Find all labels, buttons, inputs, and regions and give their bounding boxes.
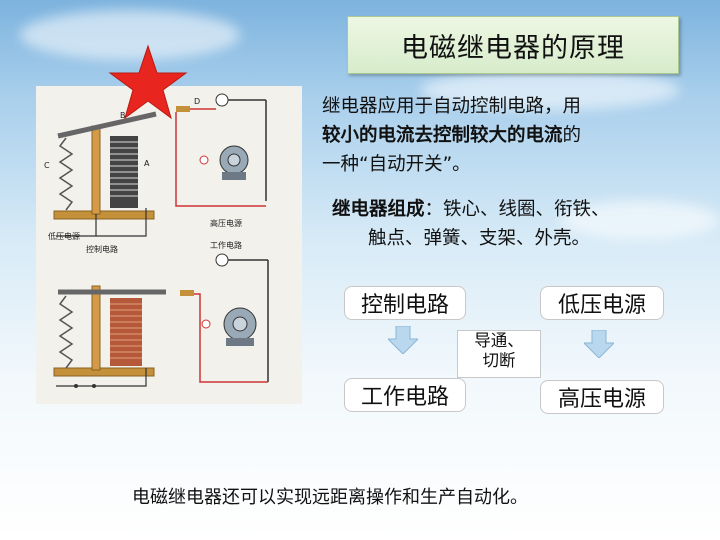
composition-items-line-1: ：铁心、线圈、衔铁、 — [424, 199, 610, 220]
arrow-down-icon — [584, 330, 614, 358]
description-emphasis: 较小的电流去控制较大的电流 — [322, 125, 563, 146]
label-control-circuit: 控制电路 — [86, 244, 118, 254]
background-cloud — [20, 10, 240, 60]
arrow-down-icon — [388, 326, 418, 354]
star-icon — [108, 44, 188, 120]
label-c: C — [44, 161, 50, 170]
relay-diagram-drawing: 低压电源 控制电路 高压电源 工作电路 B A C D — [44, 93, 269, 388]
page-title: 电磁继电器的原理 — [347, 16, 679, 74]
background-cloud — [560, 200, 720, 240]
composition-label: 继电器组成 — [332, 199, 425, 220]
label-high-voltage-source: 高压电源 — [210, 218, 242, 228]
composition-text: 继电器组成：铁心、线圈、衔铁、 触点、弹簧、支架、外壳。 — [332, 195, 692, 253]
label-work-circuit: 工作电路 — [210, 240, 242, 250]
low-voltage-box: 低压电源 — [540, 286, 664, 320]
high-voltage-box: 高压电源 — [540, 380, 664, 414]
background-cloud — [420, 70, 680, 110]
label-b: B — [120, 111, 126, 120]
description-line-2: 较小的电流去控制较大的电流的 — [322, 121, 682, 150]
control-circuit-box: 控制电路 — [344, 286, 466, 320]
relay-top: 低压电源 控制电路 高压电源 工作电路 B A C D — [44, 93, 267, 254]
switch-action-line-1: 导通、 — [474, 331, 524, 350]
switch-action-line-2: 切断 — [482, 351, 516, 370]
label-low-voltage-source: 低压电源 — [48, 231, 80, 241]
description-line-2-rest: 的 — [562, 125, 582, 146]
relay-diagram: 低压电源 控制电路 高压电源 工作电路 B A C D — [36, 86, 302, 404]
label-a: A — [144, 159, 150, 168]
relay-bottom — [53, 253, 269, 388]
description-line-1: 继电器应用于自动控制电路，用 — [322, 96, 582, 117]
description-text: 继电器应用于自动控制电路，用 较小的电流去控制较大的电流的 一种“自动开关”。 — [322, 92, 682, 179]
work-circuit-box: 工作电路 — [344, 378, 466, 412]
composition-items-line-2: 触点、弹簧、支架、外壳。 — [368, 228, 591, 249]
switch-action-box: 导通、 切断 — [457, 330, 541, 378]
label-d: D — [194, 97, 200, 106]
description-line-3: 一种“自动开关”。 — [322, 154, 471, 175]
footer-text: 电磁继电器还可以实现远距离操作和生产自动化。 — [132, 487, 528, 508]
